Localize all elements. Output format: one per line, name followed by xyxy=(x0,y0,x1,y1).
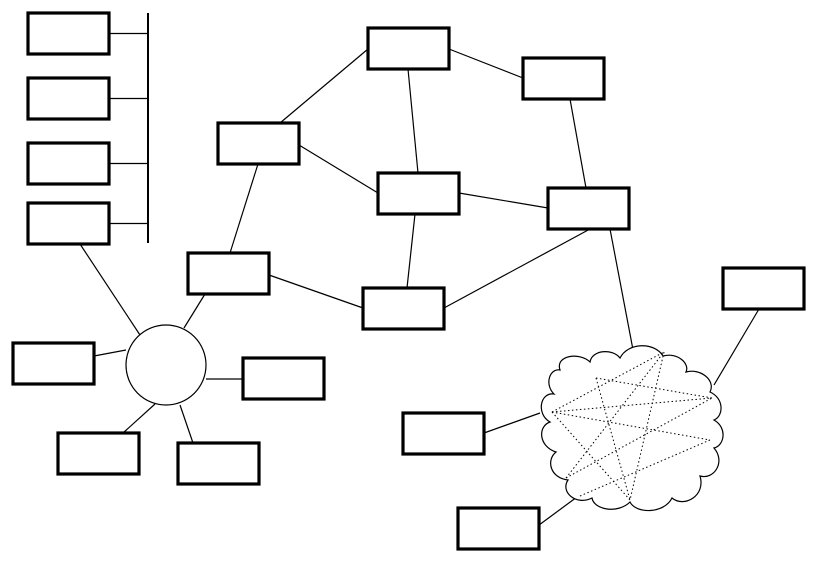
edges-layer xyxy=(79,13,760,529)
mesh-node-center xyxy=(376,171,461,216)
edge-mesh-node-lower-center-to-mesh-node-right xyxy=(443,228,591,309)
cloud-node-bottom xyxy=(456,506,541,551)
cloud-internal-link-1 xyxy=(551,351,665,413)
bus-node-1 xyxy=(26,11,111,56)
bus-node-3-box xyxy=(26,141,111,186)
edge-star-hub-to-star-node-bottom-left xyxy=(122,403,156,434)
cloud-node-left-box xyxy=(401,411,486,456)
edge-mesh-node-center-to-mesh-node-lower-center xyxy=(406,213,416,289)
edge-mesh-node-lower-left-to-mesh-node-lower-center xyxy=(268,274,364,309)
star-node-bottom-right xyxy=(176,441,261,486)
edge-mesh-node-top-to-mesh-node-center xyxy=(407,68,419,174)
cloud-node-top-right-box xyxy=(721,266,806,311)
cloud-node-top-right xyxy=(721,266,806,311)
edge-mesh-node-top-to-mesh-node-upper-right xyxy=(448,48,524,79)
cloud-internal-link-4 xyxy=(565,351,665,479)
mesh-node-center-box xyxy=(376,171,461,216)
edge-mesh-node-upper-right-to-mesh-node-right xyxy=(569,98,587,189)
edge-cloud-network-to-cloud-node-left xyxy=(483,412,541,434)
mesh-node-right-box xyxy=(546,186,631,231)
edge-mesh-node-center-to-mesh-node-right xyxy=(458,192,549,209)
mesh-node-lower-center-box xyxy=(361,286,446,331)
edge-star-hub-to-star-node-bottom-right xyxy=(179,404,194,444)
edge-mesh-node-left-to-mesh-node-lower-left xyxy=(229,163,259,254)
star-node-right xyxy=(241,356,326,401)
mesh-node-left xyxy=(216,121,301,166)
mesh-node-upper-right xyxy=(521,56,606,101)
mesh-node-left-box xyxy=(216,121,301,166)
cloud-node-bottom-box xyxy=(456,506,541,551)
bus-node-4 xyxy=(26,201,111,246)
cloud-internal-link-9 xyxy=(629,351,665,501)
mesh-node-top-box xyxy=(366,26,451,71)
nodes-layer xyxy=(11,11,806,551)
bus-node-2-box xyxy=(26,76,111,121)
cloud-internal-link-8 xyxy=(595,377,631,501)
edge-mesh-node-left-to-mesh-node-center xyxy=(298,144,379,194)
mesh-node-lower-left-box xyxy=(186,251,271,296)
star-hub xyxy=(125,324,207,406)
edge-cloud-network-to-cloud-node-bottom xyxy=(534,496,578,529)
mesh-node-top xyxy=(366,26,451,71)
mesh-node-lower-left xyxy=(186,251,271,296)
star-node-bottom-left-box xyxy=(56,431,141,476)
cloud-node-left xyxy=(401,411,486,456)
edge-mesh-node-right-to-cloud-network xyxy=(609,228,635,356)
edge-star-hub-to-star-node-left xyxy=(93,349,127,357)
cloud-network xyxy=(540,345,724,512)
star-node-left xyxy=(11,341,96,386)
star-node-bottom-left xyxy=(56,431,141,476)
edge-cloud-network-to-cloud-node-top-right xyxy=(713,308,760,386)
mesh-node-lower-center xyxy=(361,286,446,331)
bus-node-4-box xyxy=(26,201,111,246)
bus-node-1-box xyxy=(26,11,111,56)
cloud-internal-link-2 xyxy=(551,397,713,413)
cloud-layer xyxy=(540,345,724,512)
star-node-left-box xyxy=(11,341,96,386)
mesh-node-right xyxy=(546,186,631,231)
mesh-node-upper-right-box xyxy=(521,56,606,101)
star-node-bottom-right-box xyxy=(176,441,261,486)
edge-mesh-node-left-to-mesh-node-top xyxy=(279,48,369,124)
star-node-right-box xyxy=(241,356,326,401)
edge-mesh-node-lower-left-to-star-hub xyxy=(183,293,206,329)
bus-node-3 xyxy=(26,141,111,186)
bus-node-2 xyxy=(26,76,111,121)
edge-bus-node-4-to-star-hub xyxy=(79,243,141,336)
cloud-internal-link-3 xyxy=(551,411,711,441)
